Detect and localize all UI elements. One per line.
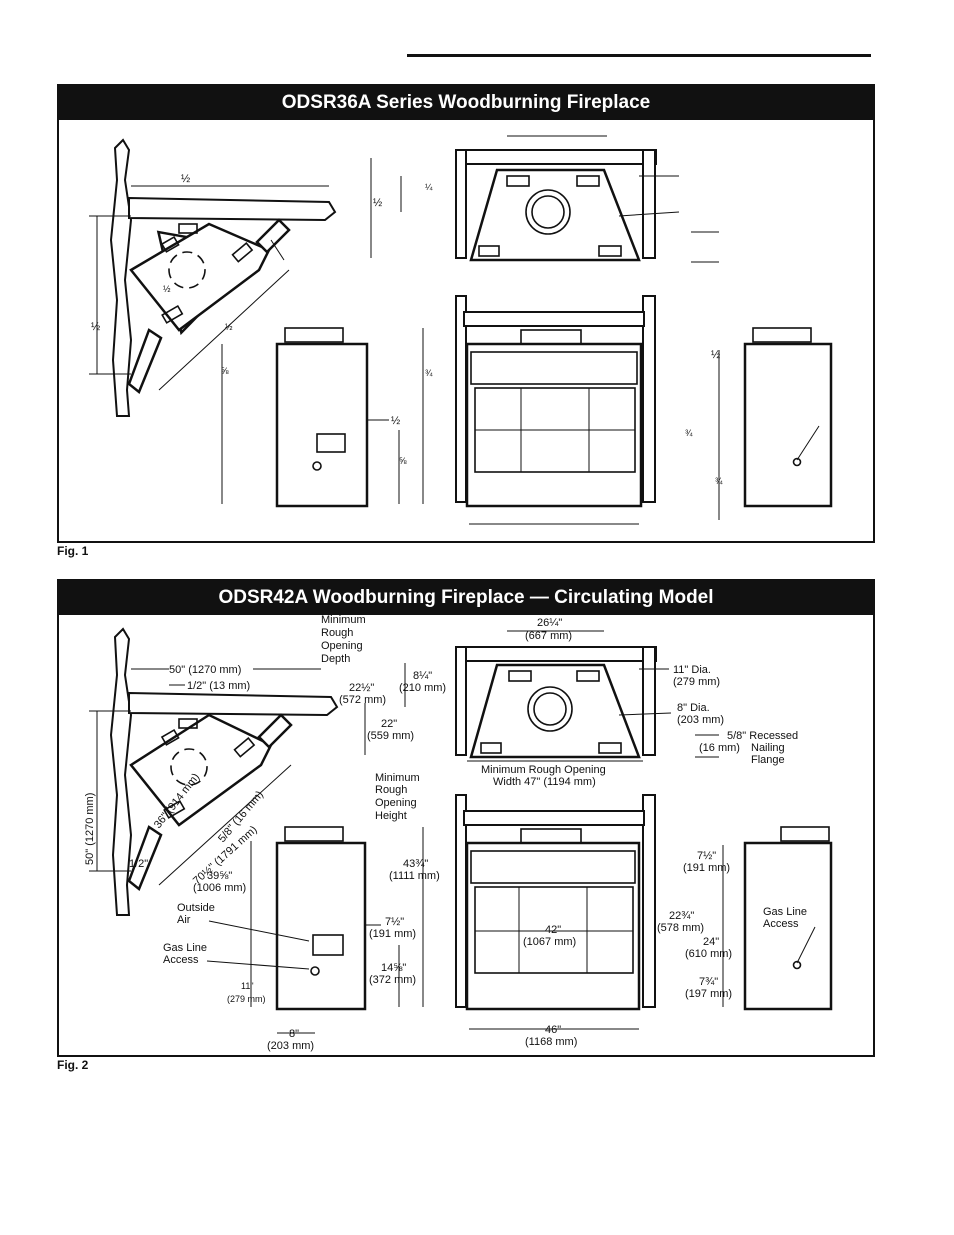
fig1-label-c2: ½: [391, 415, 400, 427]
fig2-label-h39-1: 39⅝": [207, 870, 232, 882]
fig2-front-view: 43¾" (1111 mm) 42" (1067 mm) 46" (1168 m…: [389, 794, 732, 1048]
fig2-label-h22a-2: (572 mm): [339, 694, 386, 706]
fig2-label-outside-1: Outside: [177, 902, 215, 914]
fig2-panel: ODSR42A Woodburning Fireplace — Circulat…: [57, 579, 875, 1057]
fig1-top-plan: ¼ ½: [370, 135, 719, 263]
fig2-label-dia11-2: (279 mm): [673, 676, 720, 688]
fig1-label-a3: ½: [163, 284, 171, 294]
fig2-label-w26-1: 26¼": [537, 617, 562, 629]
fig2-label-side-gas-2: Access: [763, 918, 799, 930]
fig2-label-h8-2: (210 mm): [399, 682, 446, 694]
fig1-label-d1: ¾: [425, 368, 433, 378]
fig2-label-min-depth-3: Opening: [321, 640, 363, 652]
fig1-label-d4: ¾: [715, 476, 723, 486]
fig2-label-r7-2: (191 mm): [683, 862, 730, 874]
fig2-label-h14-1: 14⅝": [381, 962, 406, 974]
fig2-label-r7-1: 7½": [697, 850, 716, 862]
fig2-label-dia8-2: (203 mm): [677, 714, 724, 726]
fig2-label-dia11-1: 11" Dia.: [673, 664, 711, 676]
fig2-label-gas-2: Access: [163, 954, 199, 966]
fig2-label-min-h-4: Height: [375, 810, 407, 822]
fig1-label-d2: ½: [711, 349, 720, 361]
fig2-label-left-50: 50" (1270 mm): [84, 793, 96, 865]
fig2-label-side-gas-1: Gas Line: [763, 906, 807, 918]
fig2-label-w11-1: 11": [241, 981, 254, 991]
fig2-title: ODSR42A Woodburning Fireplace — Circulat…: [59, 581, 873, 615]
fig1-label-c3: ⅝: [399, 456, 407, 466]
fig2-label-w42-1: 42": [545, 924, 561, 936]
fig2-label-width47-1: Minimum Rough Opening: [481, 764, 606, 776]
fig1-front-view: ¾ ½ ¾ ¾: [422, 295, 723, 525]
fig2-label-h22-1: 22": [381, 718, 397, 730]
fig2-label-min-depth-1: Minimum: [321, 615, 366, 626]
fig2-label-r24-2: (610 mm): [685, 948, 732, 960]
fig2-label-min-depth-2: Rough: [321, 627, 353, 639]
fig2-label-w11-2: (279 mm): [227, 994, 266, 1004]
fig2-caption: Fig. 2: [57, 1058, 89, 1072]
fig2-label-min-h-1: Minimum: [375, 772, 420, 784]
fig1-panel: ODSR36A Series Woodburning Fireplace ½ ½…: [57, 84, 875, 543]
fig2-label-h22a-1: 22½": [349, 682, 374, 694]
fig1-caption: Fig. 1: [57, 544, 89, 558]
fig2-label-min-h-3: Opening: [375, 797, 417, 809]
fig2-label-outside-2: Air: [177, 914, 191, 926]
fig1-side-view-left: ⅝ ½ ⅝: [221, 327, 407, 508]
fig2-label-width47-2: Width 47" (1194 mm): [493, 776, 596, 788]
fig2-label-r73-2: (197 mm): [685, 988, 732, 1000]
fig2-label-h22-2: (559 mm): [367, 730, 414, 742]
fig2-drawing: 50" (1270 mm) 1/2" (13 mm) 50" (1270 mm)…: [84, 615, 833, 1052]
fig2-label-h14-2: (372 mm): [369, 974, 416, 986]
fig2-label-left-half: 1/2": [129, 858, 148, 870]
fig1-label-c1: ⅝: [221, 366, 229, 376]
fig2-label-h7a-2: (191 mm): [369, 928, 416, 940]
fig1-label-a1: ½: [181, 173, 190, 185]
fig1-label-a2: ½: [91, 321, 100, 333]
fig1-label-a4: ½: [225, 322, 233, 332]
fig2-label-w42-2: (1067 mm): [523, 936, 576, 948]
fig2-label-top-half: 1/2" (13 mm): [187, 680, 250, 692]
fig1-label-b2: ½: [373, 197, 382, 209]
fig2-label-w8-2: (203 mm): [267, 1040, 314, 1052]
fig2-label-r24-1: 24": [703, 936, 719, 948]
fig2-label-flange-1: 5/8" Recessed: [727, 730, 798, 742]
fig2-label-h43-1: 43¾": [403, 858, 428, 870]
fig2-label-r22-1: 22¾": [669, 910, 694, 922]
fig2-side-view-left: Minimum Rough Opening Height 39⅝" (1006 …: [163, 772, 420, 1052]
fig2-label-h43-2: (1111 mm): [389, 870, 440, 882]
fig2-label-top-50: 50" (1270 mm): [169, 664, 241, 676]
fig1-title: ODSR36A Series Woodburning Fireplace: [59, 86, 873, 120]
fig2-label-r73-1: 7¾": [699, 976, 718, 988]
fig1-drawing: ½ ½ ½ ½ ¼ ½: [89, 135, 833, 525]
fig2-label-min-depth-4: Depth: [321, 653, 350, 665]
fig2-label-gas-1: Gas Line: [163, 942, 207, 954]
fig2-label-min-h-2: Rough: [375, 784, 407, 796]
fig1-side-view-right: [743, 327, 833, 508]
fig2-label-h7a-1: 7½": [385, 916, 404, 928]
fig2-label-w8-1: 8": [289, 1028, 299, 1040]
fig2-label-flange-3: Nailing: [751, 742, 785, 754]
header-rule: [407, 54, 871, 57]
fig2-side-view-right: Gas Line Access: [743, 826, 833, 1011]
fig2-label-h8-1: 8¼": [413, 670, 432, 682]
fig1-label-d3: ¾: [685, 428, 693, 438]
fig2-top-plan: Minimum Rough Opening Depth 26¼" (667 mm…: [321, 615, 798, 788]
fig2-label-r22-2: (578 mm): [657, 922, 704, 934]
fig1-corner-plan: ½ ½ ½ ½: [89, 138, 337, 417]
fig2-label-dia8-1: 8" Dia.: [677, 702, 710, 714]
fig2-label-h39-2: (1006 mm): [193, 882, 246, 894]
fig2-label-w26-2: (667 mm): [525, 630, 572, 642]
fig1-label-b1: ¼: [425, 182, 433, 192]
fig2-label-w46-1: 46": [545, 1024, 561, 1036]
fig2-label-flange-2: (16 mm): [699, 742, 740, 754]
fig2-label-flange-4: Flange: [751, 754, 785, 766]
fig2-label-w46-2: (1168 mm): [525, 1036, 577, 1048]
